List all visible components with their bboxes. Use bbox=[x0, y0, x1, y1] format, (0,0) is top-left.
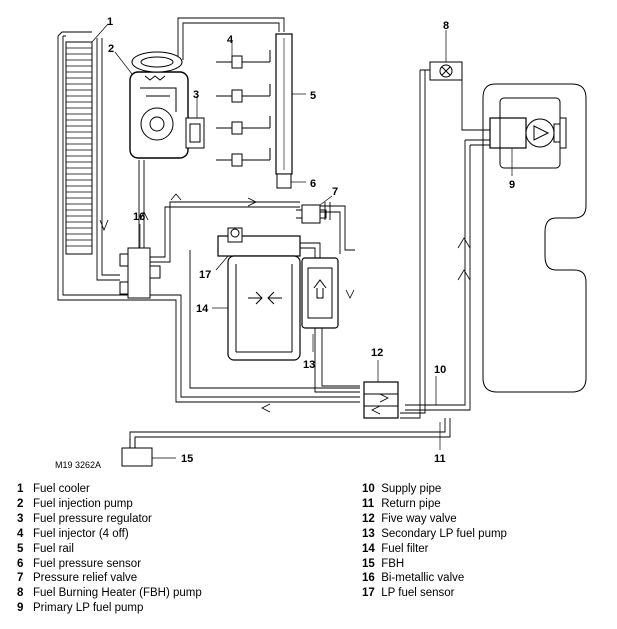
legend-item: 10 Supply pipe bbox=[362, 482, 507, 497]
primary-lp-fuel-pump bbox=[489, 117, 527, 149]
fuel-cooler bbox=[65, 41, 93, 255]
legend-text: Fuel pressure regulator bbox=[33, 512, 152, 525]
bi-metallic-valve bbox=[127, 247, 151, 299]
legend-item: 1 Fuel cooler bbox=[17, 482, 202, 497]
secondary-lp-fuel-pump bbox=[301, 257, 339, 329]
fuel-injection-pump bbox=[129, 71, 189, 159]
legend-item: 7 Pressure relief valve bbox=[17, 571, 202, 586]
callout-leaders bbox=[91, 23, 513, 459]
legend-number: 16 bbox=[362, 572, 375, 585]
callout-4: 4 bbox=[227, 34, 234, 46]
legend-item: 13 Secondary LP fuel pump bbox=[362, 527, 507, 542]
callout-2: 2 bbox=[108, 43, 114, 55]
legend-text: Primary LP fuel pump bbox=[33, 602, 144, 615]
legend-number: 4 bbox=[17, 527, 24, 540]
legend-item: 16 Bi-metallic valve bbox=[362, 571, 507, 586]
legend-number: 1 bbox=[17, 483, 24, 495]
legend-item: 4 Fuel injector (4 off) bbox=[17, 527, 202, 542]
figure-reference: M19 3262A bbox=[55, 460, 101, 470]
injection-pump-pulley bbox=[131, 51, 183, 73]
callout-10: 10 bbox=[434, 364, 446, 376]
legend-text: Fuel filter bbox=[381, 542, 429, 555]
legend-number: 10 bbox=[362, 483, 375, 495]
legend-text: Fuel pressure sensor bbox=[33, 557, 142, 570]
callout-3: 3 bbox=[193, 89, 199, 101]
callout-8: 8 bbox=[443, 20, 449, 32]
fbh bbox=[121, 447, 153, 467]
lp-fuel-sensor bbox=[227, 227, 243, 243]
legend-item: 9 Primary LP fuel pump bbox=[17, 601, 202, 616]
legend-item: 6 Fuel pressure sensor bbox=[17, 557, 202, 572]
fuel-tank bbox=[482, 83, 587, 393]
callout-17: 17 bbox=[199, 269, 211, 281]
legend-item: 12 Five way valve bbox=[362, 512, 507, 527]
callout-11: 11 bbox=[434, 453, 446, 465]
fuel-pipes bbox=[57, 17, 490, 438]
callout-6: 6 bbox=[310, 178, 316, 190]
callout-12: 12 bbox=[371, 347, 383, 359]
callout-1: 1 bbox=[107, 16, 113, 28]
callout-16: 16 bbox=[133, 211, 145, 223]
legend-number: 8 bbox=[17, 587, 24, 600]
legend-text: Fuel Burning Heater (FBH) pump bbox=[33, 587, 202, 600]
legend-number: 17 bbox=[362, 587, 375, 600]
legend-number: 2 bbox=[17, 497, 24, 510]
callout-5: 5 bbox=[310, 90, 316, 102]
legend-number: 7 bbox=[17, 572, 24, 585]
callout-9: 9 bbox=[509, 179, 515, 191]
fuel-filter bbox=[227, 255, 301, 361]
pressure-relief-valve bbox=[301, 204, 321, 224]
flow-arrows bbox=[99, 193, 471, 415]
legend-text: Bi-metallic valve bbox=[381, 572, 465, 585]
legend-text: Supply pipe bbox=[381, 483, 442, 495]
legend-item: 8 Fuel Burning Heater (FBH) pump bbox=[17, 586, 202, 601]
legend-number: 9 bbox=[17, 602, 24, 615]
legend-item: 3 Fuel pressure regulator bbox=[17, 512, 202, 527]
legend-item: 2 Fuel injection pump bbox=[17, 497, 202, 512]
legend-number: 11 bbox=[362, 497, 375, 510]
legend-right: 10 Supply pipe 11 Return pipe 12 Five wa… bbox=[362, 482, 507, 601]
legend-text: FBH bbox=[381, 557, 405, 570]
fuel-pressure-sensor bbox=[276, 173, 292, 189]
legend-item: 15 FBH bbox=[362, 557, 507, 572]
legend-number: 14 bbox=[362, 542, 375, 555]
legend-number: 15 bbox=[362, 557, 375, 570]
legend-text: Five way valve bbox=[381, 512, 457, 525]
legend-number: 5 bbox=[17, 542, 24, 555]
legend-text: Pressure relief valve bbox=[33, 572, 138, 585]
callout-labels: 1 2 3 4 5 6 7 8 9 10 11 12 13 14 15 16 1… bbox=[55, 16, 515, 470]
legend-number: 3 bbox=[17, 512, 24, 525]
callout-14: 14 bbox=[196, 303, 209, 315]
callout-7: 7 bbox=[332, 186, 338, 198]
fuel-cooler-fins bbox=[66, 47, 92, 247]
fuel-pressure-regulator bbox=[185, 117, 205, 149]
legend-text: Return pipe bbox=[381, 497, 441, 510]
legend-text: Fuel injection pump bbox=[33, 497, 133, 510]
legend-number: 6 bbox=[17, 557, 24, 570]
legend-text: Fuel rail bbox=[33, 542, 74, 555]
legend-number: 12 bbox=[362, 512, 375, 525]
fuel-system-diagram: 1 2 3 4 5 6 7 8 9 10 11 12 13 14 15 16 1… bbox=[55, 16, 587, 470]
five-way-valve bbox=[363, 381, 399, 419]
fuel-injectors bbox=[216, 50, 271, 167]
callout-15: 15 bbox=[181, 453, 193, 465]
legend-item: 17 LP fuel sensor bbox=[362, 586, 507, 601]
legend-text: Fuel cooler bbox=[33, 483, 90, 495]
legend-text: Fuel injector (4 off) bbox=[33, 527, 129, 540]
legend-item: 14 Fuel filter bbox=[362, 542, 507, 557]
legend-number: 13 bbox=[362, 527, 375, 540]
legend-text: Secondary LP fuel pump bbox=[381, 527, 507, 540]
legend-text: LP fuel sensor bbox=[381, 587, 455, 600]
callout-13: 13 bbox=[303, 359, 315, 371]
legend-item: 11 Return pipe bbox=[362, 497, 507, 512]
legend-item: 5 Fuel rail bbox=[17, 542, 202, 557]
